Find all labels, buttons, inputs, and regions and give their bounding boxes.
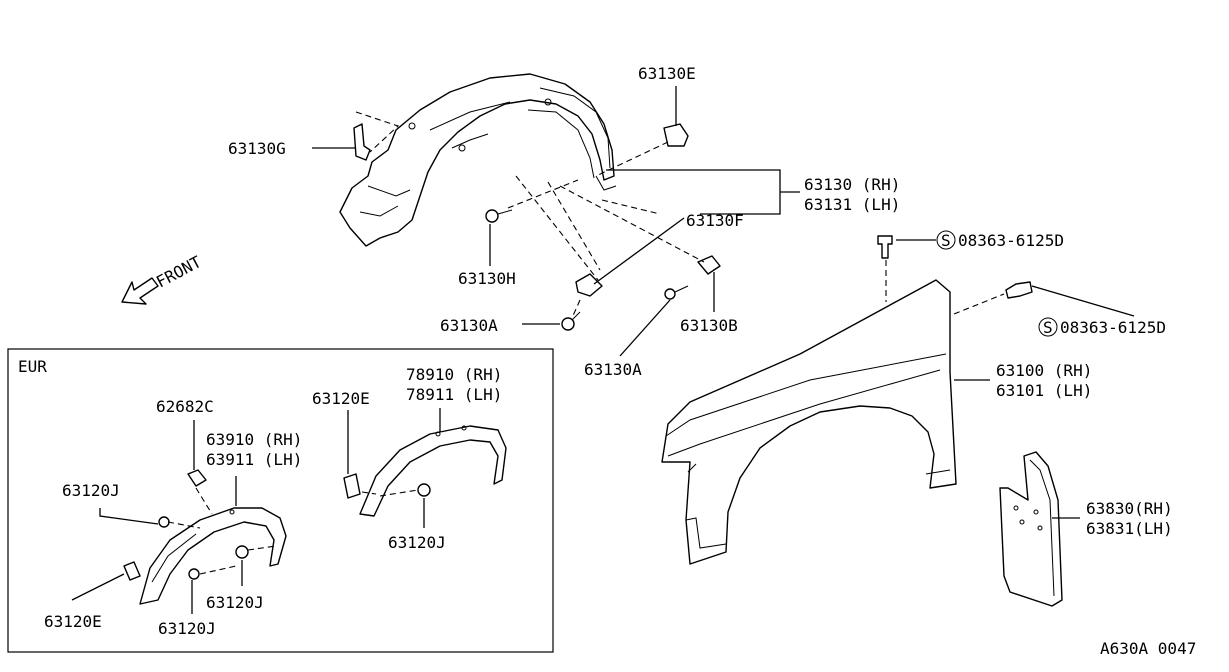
label-63120j-a: 63120J [62, 481, 120, 500]
clip-63130b[interactable] [697, 255, 721, 275]
label-63130b: 63130B [680, 316, 738, 335]
label-eur: EUR [18, 357, 47, 376]
fender-liner[interactable] [339, 73, 617, 247]
label-63130-rh: 63130 (RH) [804, 175, 900, 194]
over-fender-large[interactable] [139, 507, 287, 605]
label-63910-rh: 63910 (RH) [206, 430, 302, 449]
clip-63130g[interactable] [353, 123, 371, 161]
svg-text:S: S [941, 231, 951, 250]
label-63130h: 63130H [458, 269, 516, 288]
screw-63130a-left[interactable] [561, 311, 581, 331]
s-mark-top: S [936, 230, 956, 250]
over-fender-small[interactable] [359, 425, 507, 517]
clip-63120j-mid[interactable] [188, 568, 200, 580]
label-63120e-bottom: 63120E [44, 612, 102, 631]
bolt-top[interactable] [877, 235, 893, 259]
label-63911-lh: 63911 (LH) [206, 450, 302, 469]
label-63120j-c: 63120J [206, 593, 264, 612]
label-63120e-top: 63120E [312, 389, 370, 408]
label-bolt-top: 08363-6125D [958, 231, 1064, 250]
label-bolt-right: 08363-6125D [1060, 318, 1166, 337]
screw-63130a-right[interactable] [664, 285, 689, 300]
clip-63120e-top[interactable] [343, 473, 361, 499]
front-fender[interactable] [661, 279, 957, 565]
label-78911-lh: 78911 (LH) [406, 385, 502, 404]
front-arrow-icon [121, 277, 159, 305]
screw-63130h[interactable] [485, 209, 513, 223]
clip-63120e-bottom[interactable] [123, 561, 141, 581]
label-63130e: 63130E [638, 64, 696, 83]
clip-63120j-box-right[interactable] [417, 483, 431, 497]
clip-63130f[interactable] [575, 273, 603, 297]
label-78910-rh: 78910 (RH) [406, 365, 502, 384]
diagram-code: A630A 0047 [1100, 639, 1196, 658]
clip-63120j-right[interactable] [235, 545, 249, 559]
clip-63120j-left[interactable] [158, 516, 170, 528]
svg-text:S: S [1043, 318, 1053, 337]
label-63830-rh: 63830(RH) [1086, 499, 1173, 518]
label-63130a-left: 63130A [440, 316, 498, 335]
label-63131-lh: 63131 (LH) [804, 195, 900, 214]
label-63120j-b: 63120J [388, 533, 446, 552]
label-63130f: 63130F [686, 211, 744, 230]
s-mark-right: S [1038, 317, 1058, 337]
label-62682c: 62682C [156, 397, 214, 416]
label-63130g: 63130G [228, 139, 286, 158]
label-63100-rh: 63100 (RH) [996, 361, 1092, 380]
label-63120j-d: 63120J [158, 619, 216, 638]
label-front: FRONT [153, 252, 205, 292]
label-63101-lh: 63101 (LH) [996, 381, 1092, 400]
bolt-right[interactable] [1005, 281, 1033, 299]
label-63130a-right: 63130A [584, 360, 642, 379]
clip-62682c[interactable] [187, 469, 207, 487]
mud-flap[interactable] [999, 451, 1063, 607]
eur-inset-box [7, 348, 554, 653]
label-63831-lh: 63831(LH) [1086, 519, 1173, 538]
clip-63130e[interactable] [663, 123, 689, 147]
